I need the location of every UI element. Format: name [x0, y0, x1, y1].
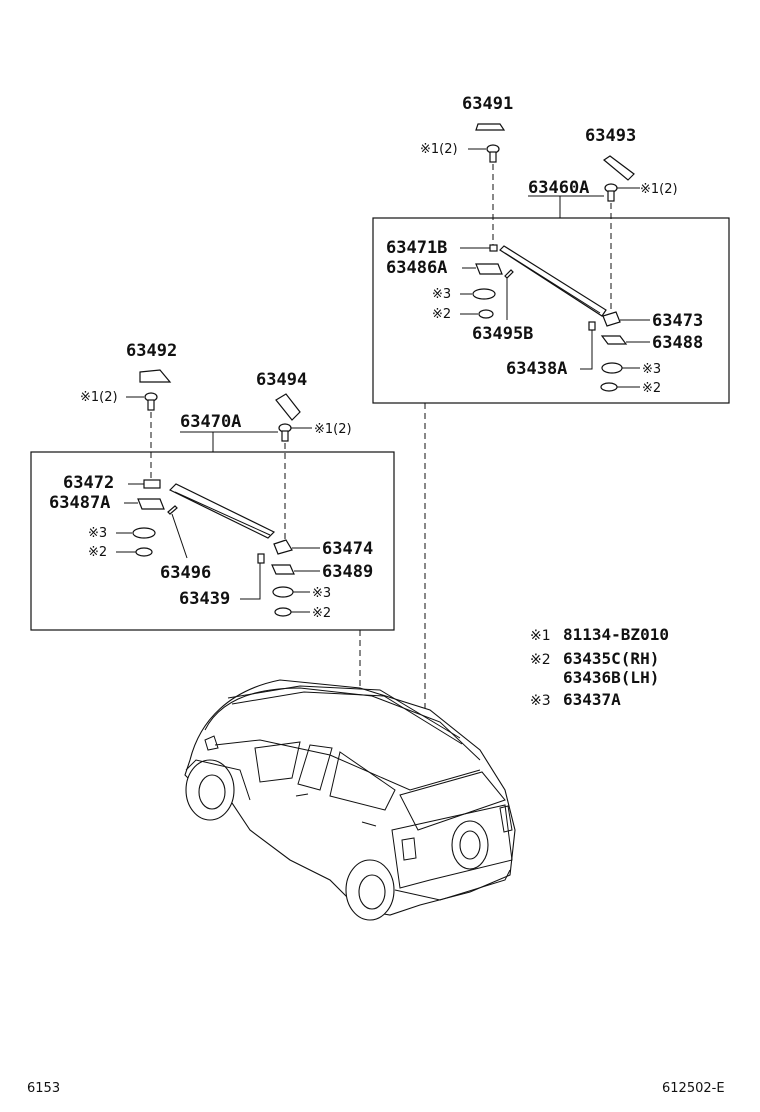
label-63471B: 63471B	[386, 238, 447, 258]
footer-left-code: 6153	[27, 1081, 60, 1096]
ref-2-left-b: ※2	[312, 606, 331, 621]
label-63492: 63492	[126, 341, 177, 361]
part-63491-cover	[475, 123, 506, 131]
car-illustration	[184, 679, 516, 921]
label-63489: 63489	[322, 562, 373, 582]
part-63489	[271, 564, 295, 575]
legend-mark-3: ※3	[530, 693, 551, 709]
label-63491: 63491	[462, 94, 513, 114]
part-63487A	[137, 498, 165, 510]
label-63438A: 63438A	[506, 359, 567, 379]
label-63486A: 63486A	[386, 258, 447, 278]
part-63488	[600, 335, 628, 345]
seal-ring	[132, 527, 156, 539]
ref-2-left: ※2	[88, 545, 107, 560]
label-63470A: 63470A	[180, 412, 241, 432]
part-63486A	[475, 263, 503, 275]
part-63471B	[489, 244, 498, 252]
legend-mark-1: ※1	[530, 628, 551, 644]
legend-text-2: 63435C(RH)	[563, 649, 659, 668]
label-63487A: 63487A	[49, 493, 110, 513]
legend-text-4: 63437A	[563, 690, 621, 709]
label-63474: 63474	[322, 539, 373, 559]
part-63494-cover	[275, 393, 301, 421]
part-63474	[273, 539, 293, 555]
clip-icon	[604, 183, 618, 202]
ref-2-right: ※2	[432, 307, 451, 322]
clip-icon	[486, 144, 500, 163]
ref-clip-63470A: ※1(2)	[314, 422, 352, 437]
clip-icon	[144, 392, 158, 411]
label-63496: 63496	[160, 563, 211, 583]
part-63493-cover	[602, 155, 635, 181]
ref-3-right: ※3	[432, 287, 451, 302]
right-assembly-box	[372, 217, 730, 404]
ref-3-left-b: ※3	[312, 586, 331, 601]
roof-rail-right	[499, 245, 607, 317]
seal-ring-small	[274, 607, 292, 617]
seal-ring-small	[600, 382, 618, 392]
label-63460A: 63460A	[528, 178, 589, 198]
ref-2-right-b: ※2	[642, 381, 661, 396]
ref-3-left: ※3	[88, 526, 107, 541]
part-63492-cover	[139, 369, 172, 383]
part-63472	[143, 479, 161, 489]
label-63493: 63493	[585, 126, 636, 146]
seal-ring-small	[135, 547, 153, 557]
legend-text-1: 81134-BZ010	[563, 625, 669, 644]
label-63494: 63494	[256, 370, 307, 390]
label-63473: 63473	[652, 311, 703, 331]
seal-ring	[272, 586, 294, 598]
label-63472: 63472	[63, 473, 114, 493]
legend: ※1 81134-BZ010 ※2 63435C(RH) 63436B(LH) …	[530, 625, 669, 709]
label-63495B: 63495B	[472, 324, 533, 344]
footer-right-code: 612502-E	[662, 1081, 725, 1096]
clip-icon	[278, 423, 292, 442]
seal-ring-small	[478, 309, 494, 319]
part-63438A	[588, 321, 596, 331]
ref-3-right-b: ※3	[642, 362, 661, 377]
seal-ring	[472, 288, 496, 300]
ref-clip-63460A: ※1(2)	[640, 182, 678, 197]
part-63495B	[504, 269, 514, 279]
label-63439: 63439	[179, 589, 230, 609]
ref-clip-63492: ※1(2)	[80, 390, 118, 405]
legend-mark-2: ※2	[530, 652, 551, 668]
ref-clip-63491: ※1(2)	[420, 142, 458, 157]
part-63496	[167, 505, 178, 515]
part-63473	[602, 311, 621, 327]
legend-text-3: 63436B(LH)	[563, 668, 659, 687]
part-63439	[257, 553, 265, 564]
label-63488: 63488	[652, 333, 703, 353]
seal-ring	[601, 362, 623, 374]
